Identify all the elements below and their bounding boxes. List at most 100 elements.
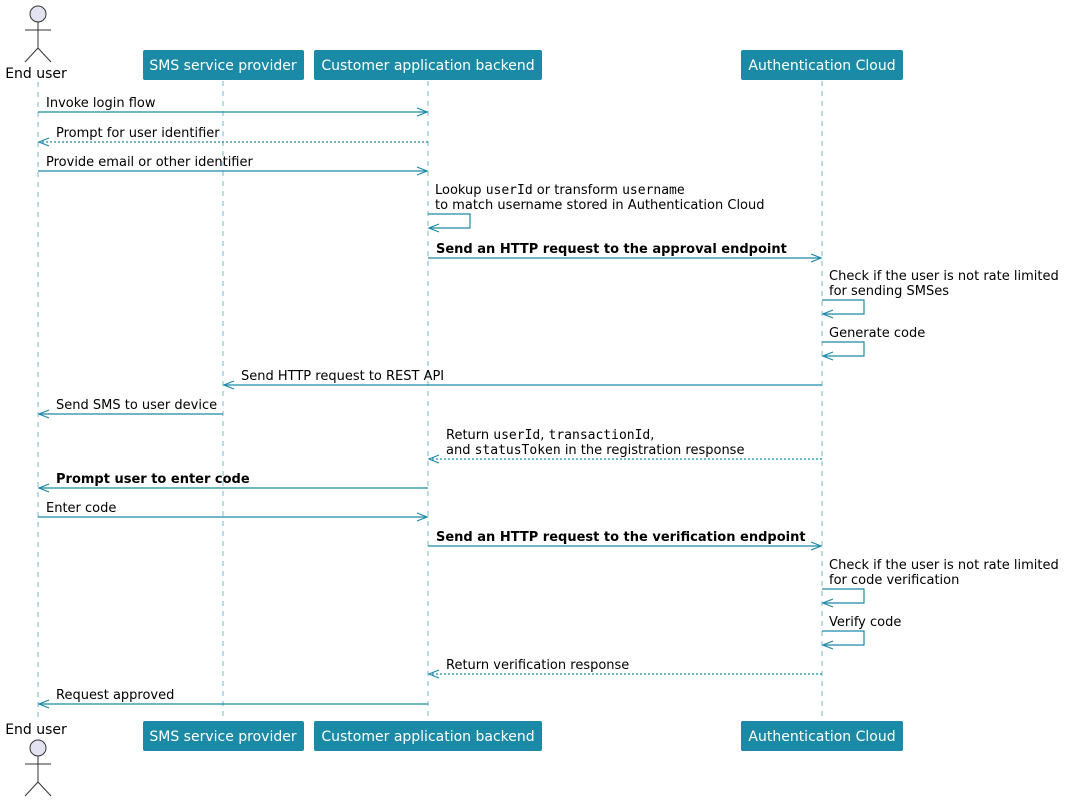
- message-text-span: Send SMS to user device: [56, 398, 217, 413]
- message-text-span: Enter code: [46, 501, 116, 516]
- message-label: Send an HTTP request to the approval end…: [436, 242, 787, 257]
- arrowhead-icon: [821, 309, 834, 319]
- self-message-arrow: [822, 630, 865, 646]
- message: Return verification response: [427, 658, 822, 679]
- message-text-span: Check if the user is not rate limited: [829, 269, 1059, 284]
- message-text-span: userId: [493, 428, 540, 443]
- arrowhead-icon: [821, 351, 834, 361]
- arrowhead-icon: [821, 598, 834, 608]
- message-text-span: and: [446, 443, 475, 458]
- message-text-span: Send an HTTP request to the verification…: [436, 530, 806, 545]
- participant-sms-provider-top: SMS service provider: [143, 50, 304, 80]
- actor-end-user-bottom: End user: [5, 722, 67, 797]
- participant-label: Authentication Cloud: [748, 729, 895, 745]
- message-label: Lookup userId or transform username: [435, 183, 685, 198]
- message-label: Provide email or other identifier: [46, 155, 253, 170]
- message-label: Return verification response: [446, 658, 629, 673]
- message-text-span: Generate code: [829, 326, 925, 341]
- participant-customer-backend-bottom: Customer application backend: [314, 721, 542, 751]
- message: Prompt user to enter code: [37, 472, 428, 493]
- arrowhead-icon: [416, 166, 429, 176]
- actor-end-user-top: End user: [5, 5, 67, 82]
- message-label: for code verification: [829, 573, 959, 588]
- message-text-span: Prompt user to enter code: [56, 472, 250, 487]
- message-text-span: or transform: [533, 183, 622, 198]
- self-message-arrow: [428, 213, 471, 229]
- message-text-span: for code verification: [829, 573, 959, 588]
- arrowhead-icon: [37, 137, 50, 147]
- message-label: Prompt user to enter code: [56, 472, 250, 487]
- message: Send SMS to user device: [37, 398, 223, 419]
- message-label: Return userId, transactionId,: [446, 428, 654, 443]
- self-message-arrow: [822, 341, 865, 357]
- message: Send an HTTP request to the verification…: [428, 530, 823, 551]
- arrowhead-icon: [810, 541, 823, 551]
- message-text-span: Verify code: [829, 615, 901, 630]
- self-message-arrow: [822, 588, 865, 604]
- message: Check if the user is not rate limitedfor…: [821, 558, 1059, 608]
- message-label: Send HTTP request to REST API: [241, 369, 444, 384]
- arrowhead-icon: [810, 253, 823, 263]
- participant-customer-backend-top: Customer application backend: [314, 50, 542, 80]
- participant-label: SMS service provider: [149, 58, 296, 74]
- message-label: Prompt for user identifier: [56, 126, 220, 141]
- arrowhead-icon: [37, 699, 50, 709]
- message: Request approved: [37, 688, 428, 709]
- message: Check if the user is not rate limitedfor…: [821, 269, 1059, 319]
- message-label: Send SMS to user device: [56, 398, 217, 413]
- message-label: Generate code: [829, 326, 925, 341]
- message: Send HTTP request to REST API: [222, 369, 822, 390]
- message-label: Request approved: [56, 688, 174, 703]
- message-text-span: Prompt for user identifier: [56, 126, 220, 141]
- arrowhead-icon: [416, 512, 429, 522]
- message-text-span: username: [622, 183, 685, 198]
- message: Verify code: [821, 615, 901, 650]
- message-text-span: statusToken: [475, 443, 561, 458]
- message: Generate code: [821, 326, 925, 361]
- arrowhead-icon: [37, 483, 50, 493]
- message-text-span: in the registration response: [561, 443, 745, 458]
- message-label: Send an HTTP request to the verification…: [436, 530, 806, 545]
- message-text-span: userId: [486, 183, 533, 198]
- participant-auth-cloud-bottom: Authentication Cloud: [741, 721, 903, 751]
- message-label: and statusToken in the registration resp…: [446, 443, 744, 458]
- participant-label: Authentication Cloud: [748, 58, 895, 74]
- message: Send an HTTP request to the approval end…: [428, 242, 823, 263]
- message-text-span: transactionId: [549, 428, 651, 443]
- participant-sms-provider-bottom: SMS service provider: [143, 721, 304, 751]
- message-label: Invoke login flow: [46, 96, 156, 111]
- stick-figure-icon: [24, 5, 52, 63]
- stick-figure-icon: [24, 739, 52, 797]
- message-text-span: Check if the user is not rate limited: [829, 558, 1059, 573]
- actor-label: End user: [5, 722, 67, 738]
- message-text-span: Invoke login flow: [46, 96, 156, 111]
- lifelines: [37, 81, 823, 720]
- participant-label: Customer application backend: [321, 58, 534, 74]
- message: Provide email or other identifier: [38, 155, 429, 176]
- message-text-span: Lookup: [435, 183, 486, 198]
- message-label: Enter code: [46, 501, 116, 516]
- message: Enter code: [38, 501, 429, 522]
- message-text-span: Send HTTP request to REST API: [241, 369, 444, 384]
- message: Prompt for user identifier: [37, 126, 428, 147]
- arrowhead-icon: [416, 107, 429, 117]
- participant-auth-cloud-top: Authentication Cloud: [741, 50, 903, 80]
- message-text-span: for sending SMSes: [829, 284, 949, 299]
- message-text-span: Return: [446, 428, 493, 443]
- arrowhead-icon: [427, 223, 440, 233]
- arrowhead-icon: [821, 640, 834, 650]
- message-text-span: Return verification response: [446, 658, 629, 673]
- arrowhead-icon: [427, 454, 440, 464]
- message-text-span: Request approved: [56, 688, 174, 703]
- message-text-span: ,: [540, 428, 548, 443]
- message-label: for sending SMSes: [829, 284, 949, 299]
- message-text-span: ,: [650, 428, 654, 443]
- message-label: Check if the user is not rate limited: [829, 269, 1059, 284]
- message-label: Verify code: [829, 615, 901, 630]
- message-label: Check if the user is not rate limited: [829, 558, 1059, 573]
- message-text-span: Send an HTTP request to the approval end…: [436, 242, 787, 257]
- message: Invoke login flow: [38, 96, 429, 117]
- message: Return userId, transactionId,and statusT…: [427, 428, 822, 464]
